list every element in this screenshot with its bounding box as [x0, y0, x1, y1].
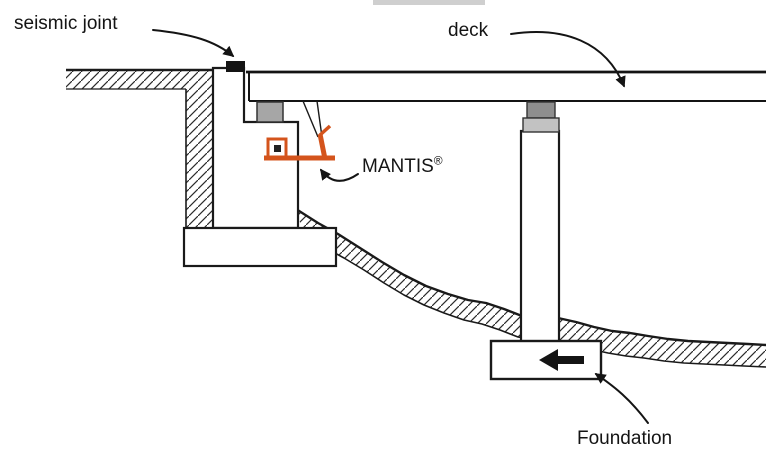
ground-left: [66, 68, 213, 228]
pier-bearing-lower: [522, 117, 560, 133]
deck-label: deck: [448, 20, 489, 41]
movement-arrow-icon: [539, 349, 584, 371]
ground-hatch-vertical: [186, 89, 213, 228]
abutment: [182, 66, 338, 268]
deck-structure: [226, 61, 766, 102]
deck-arrow: [510, 31, 626, 88]
cropped-top-artifact: [373, 0, 485, 5]
mantis-anchor-box: [266, 137, 288, 159]
registered-trademark-symbol: ®: [433, 153, 443, 168]
annotations: [152, 29, 649, 424]
pendulum-rod-right: [316, 100, 323, 138]
seismic-joint-label: seismic joint: [14, 13, 118, 34]
mantis-assembly: [264, 100, 335, 161]
mantis-vertical-link: [317, 133, 328, 160]
abutment-footing: [182, 226, 338, 268]
pier-column: [519, 129, 561, 345]
pendulum-rod-left: [302, 100, 319, 138]
foundation: [489, 339, 603, 381]
deck-slab: [249, 72, 766, 101]
seismic-joint-arrow: [152, 29, 235, 58]
mantis-label-text: MANTIS: [362, 156, 434, 177]
foundation-arrow: [594, 373, 649, 424]
foundation-label: Foundation: [577, 428, 673, 449]
mantis-arrow: [320, 168, 359, 182]
abutment-bearing-pad: [256, 101, 284, 123]
pier: [519, 101, 561, 345]
seismic-joint-seal: [226, 61, 245, 72]
mantis-anchor-pin: [274, 145, 281, 152]
mantis-label: MANTIS®: [362, 153, 443, 178]
mantis-device: [264, 124, 335, 161]
ground-hatch-top: [66, 71, 213, 89]
pier-bearing-upper: [526, 101, 556, 119]
mantis-hook: [318, 124, 332, 137]
